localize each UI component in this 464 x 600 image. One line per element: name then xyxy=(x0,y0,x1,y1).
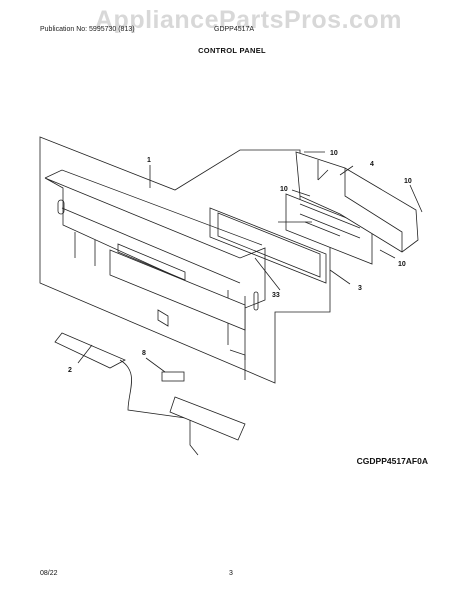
callout-10-top: 10 xyxy=(330,150,338,157)
callout-10-left: 10 xyxy=(280,186,288,193)
callout-10-bottom: 10 xyxy=(398,261,406,268)
footer-date: 08/22 xyxy=(40,570,58,577)
page-title: CONTROL PANEL xyxy=(198,46,266,55)
control-panel-part xyxy=(44,169,266,380)
callout-1: 1 xyxy=(147,157,151,164)
callout-4: 4 xyxy=(370,161,374,168)
callout-33: 33 xyxy=(272,292,280,299)
housing-part xyxy=(295,151,419,253)
callout-3: 3 xyxy=(358,285,362,292)
gasket-part xyxy=(209,207,327,284)
wire-harness-part xyxy=(54,332,246,456)
publication-number: Publication No: 5995730 (813) xyxy=(40,26,135,33)
model-number: GDPP4517A xyxy=(214,26,255,33)
control-board-part xyxy=(285,193,373,265)
callout-2: 2 xyxy=(68,367,72,374)
callout-8: 8 xyxy=(142,350,146,357)
diagram-code: CGDPP4517AF0A xyxy=(356,456,428,466)
watermark: AppliancePartsPros.com xyxy=(95,6,402,34)
footer-page-number: 3 xyxy=(229,570,233,577)
callout-10-right: 10 xyxy=(404,178,412,185)
